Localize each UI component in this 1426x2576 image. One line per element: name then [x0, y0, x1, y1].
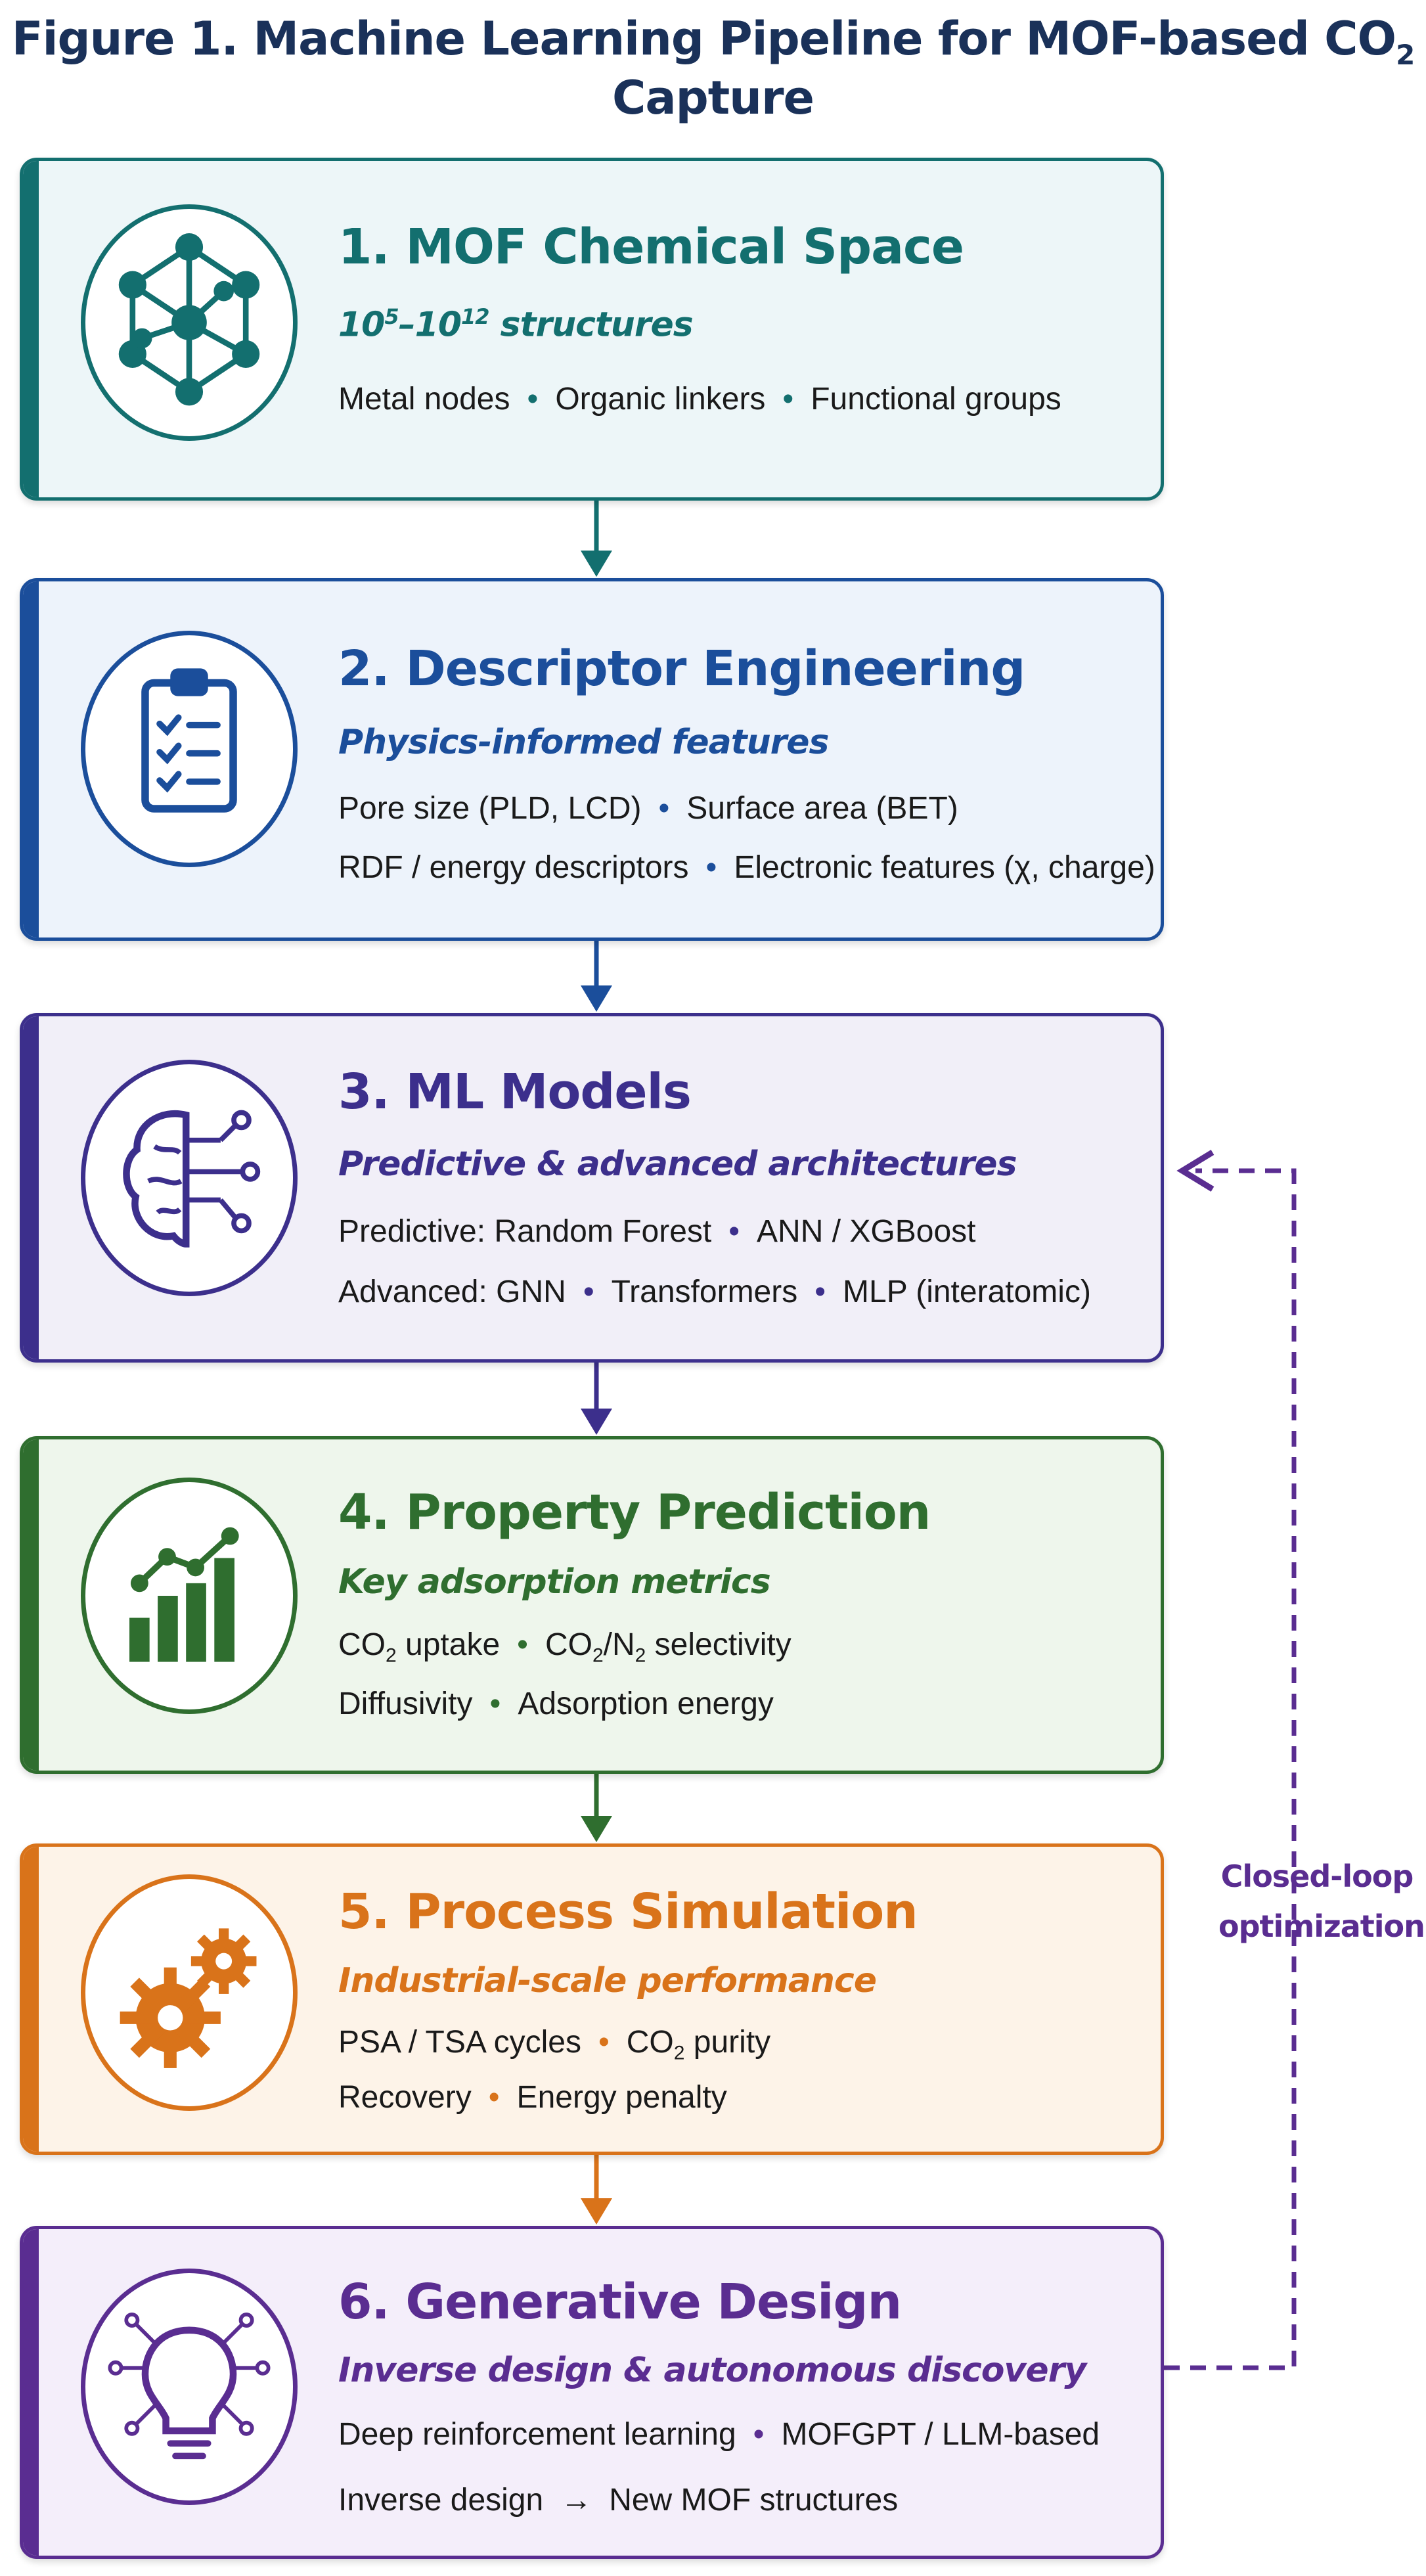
arrow-right-icon: → — [560, 2483, 592, 2518]
bullet: • — [489, 1686, 501, 1721]
item: CO2 purity — [626, 2025, 771, 2064]
arrow-head-2-3 — [581, 985, 612, 1012]
item: New MOF structures — [609, 2483, 899, 2518]
clipboard-checklist-icon — [81, 631, 298, 867]
card-subtitle: Industrial-scale performance — [338, 1961, 877, 2000]
card-title: 1. MOF Chemical Space — [338, 219, 964, 275]
item: Advanced: GNN — [338, 1275, 566, 1309]
item: MOFGPT / LLM-based — [781, 2417, 1100, 2452]
bullet: • — [517, 1627, 528, 1662]
card-subtitle: Inverse design & autonomous discovery — [338, 2351, 1086, 2390]
card-line: Inverse design → New MOF structures — [338, 2482, 898, 2518]
item: Metal nodes — [338, 382, 510, 417]
molecular-network-icon — [81, 204, 298, 441]
figure-title: Figure 1. Machine Learning Pipeline for … — [11, 12, 1415, 125]
card-subtitle: Key adsorption metrics — [338, 1562, 771, 1602]
step-card-process-simulation: 5. Process Simulation Industrial-scale p… — [20, 1843, 1164, 2155]
card-accent — [23, 1439, 39, 1771]
card-subtitle: Physics-informed features — [338, 723, 829, 762]
item: Deep reinforcement learning — [338, 2417, 736, 2452]
item: Functional groups — [811, 382, 1061, 417]
closed-loop-arrow — [1164, 1168, 1297, 2370]
bullet: • — [658, 791, 670, 826]
item: Pore size (PLD, LCD) — [338, 791, 642, 826]
closed-loop-arrow-head — [1176, 1150, 1214, 1192]
item: Energy penalty — [516, 2080, 727, 2115]
item: Surface area (BET) — [686, 791, 958, 826]
step-card-mof-chemical-space: 1. MOF Chemical Space 105–1012 structure… — [20, 158, 1164, 501]
card-title: 4. Property Prediction — [338, 1484, 931, 1541]
step-card-generative-design: 6. Generative Design Inverse design & au… — [20, 2226, 1164, 2559]
card-line: RDF / energy descriptors • Electronic feat… — [338, 849, 1155, 886]
gears-icon — [81, 1874, 298, 2111]
item: ANN / XGBoost — [757, 1214, 976, 1249]
item: Adsorption energy — [518, 1686, 774, 1721]
card-line: CO2 uptake • CO2/N2 selectivity — [338, 1627, 791, 1667]
step-card-ml-models: 3. ML Models Predictive & advanced archi… — [20, 1013, 1164, 1363]
card-accent — [23, 581, 39, 938]
item: Electronic features (χ, charge) — [734, 850, 1155, 885]
card-line: Deep reinforcement learning • MOFGPT / LLM… — [338, 2416, 1100, 2452]
item: Transformers — [611, 1275, 798, 1309]
card-title: 5. Process Simulation — [338, 1884, 918, 1940]
item: MLP (interatomic) — [843, 1275, 1091, 1309]
card-line: Advanced: GNN • Transformers • MLP (interato… — [338, 1274, 1091, 1310]
card-accent — [23, 2229, 39, 2556]
card-line: Metal nodes • Organic linkers • Functional g… — [338, 381, 1061, 417]
bullet: • — [583, 1275, 594, 1309]
card-subtitle: Predictive & advanced architectures — [338, 1144, 1017, 1184]
item: RDF / energy descriptors — [338, 850, 689, 885]
bullet: • — [728, 1214, 740, 1249]
step-card-property-prediction: 4. Property Prediction Key adsorption me… — [20, 1436, 1164, 1774]
arrow-head-4-5 — [581, 1816, 612, 1842]
item: CO2/N2 selectivity — [545, 1627, 791, 1667]
item: CO2 uptake — [338, 1627, 501, 1667]
item: Recovery — [338, 2080, 472, 2115]
card-line: Recovery • Energy penalty — [338, 2079, 727, 2115]
card-accent — [23, 161, 39, 497]
card-line: Pore size (PLD, LCD) • Surface area (BET) — [338, 790, 958, 826]
lightbulb-circuit-icon — [81, 2269, 298, 2505]
bullet: • — [705, 850, 717, 885]
item: Inverse design — [338, 2483, 544, 2518]
bullet: • — [814, 1275, 826, 1309]
item: Diffusivity — [338, 1686, 473, 1721]
card-subtitle: 105–1012 structures — [338, 304, 694, 345]
item: PSA / TSA cycles — [338, 2025, 581, 2060]
card-accent — [23, 1847, 39, 2152]
closed-loop-label: Closed-loop optimization — [1218, 1859, 1425, 1944]
bullet: • — [488, 2080, 500, 2115]
arrow-head-3-4 — [581, 1409, 612, 1435]
bullet: • — [753, 2417, 765, 2452]
card-line: Predictive: Random Forest • ANN / XGBoost — [338, 1213, 975, 1250]
item: Organic linkers — [555, 382, 766, 417]
card-title: 6. Generative Design — [338, 2274, 902, 2330]
step-card-descriptor-engineering: 2. Descriptor Engineering Physics-inform… — [20, 578, 1164, 941]
brain-circuit-icon — [81, 1060, 298, 1296]
card-accent — [23, 1016, 39, 1359]
card-line: PSA / TSA cycles • CO2 purity — [338, 2024, 770, 2065]
card-line: Diffusivity • Adsorption energy — [338, 1686, 774, 1722]
arrow-head-1-2 — [581, 551, 612, 577]
bullet: • — [782, 382, 794, 417]
arrow-head-5-6 — [581, 2198, 612, 2225]
bar-chart-trend-icon — [81, 1478, 298, 1714]
card-title: 3. ML Models — [338, 1064, 692, 1120]
bullet: • — [598, 2025, 610, 2060]
item: Predictive: Random Forest — [338, 1214, 712, 1249]
card-title: 2. Descriptor Engineering — [338, 641, 1025, 697]
bullet: • — [527, 382, 539, 417]
